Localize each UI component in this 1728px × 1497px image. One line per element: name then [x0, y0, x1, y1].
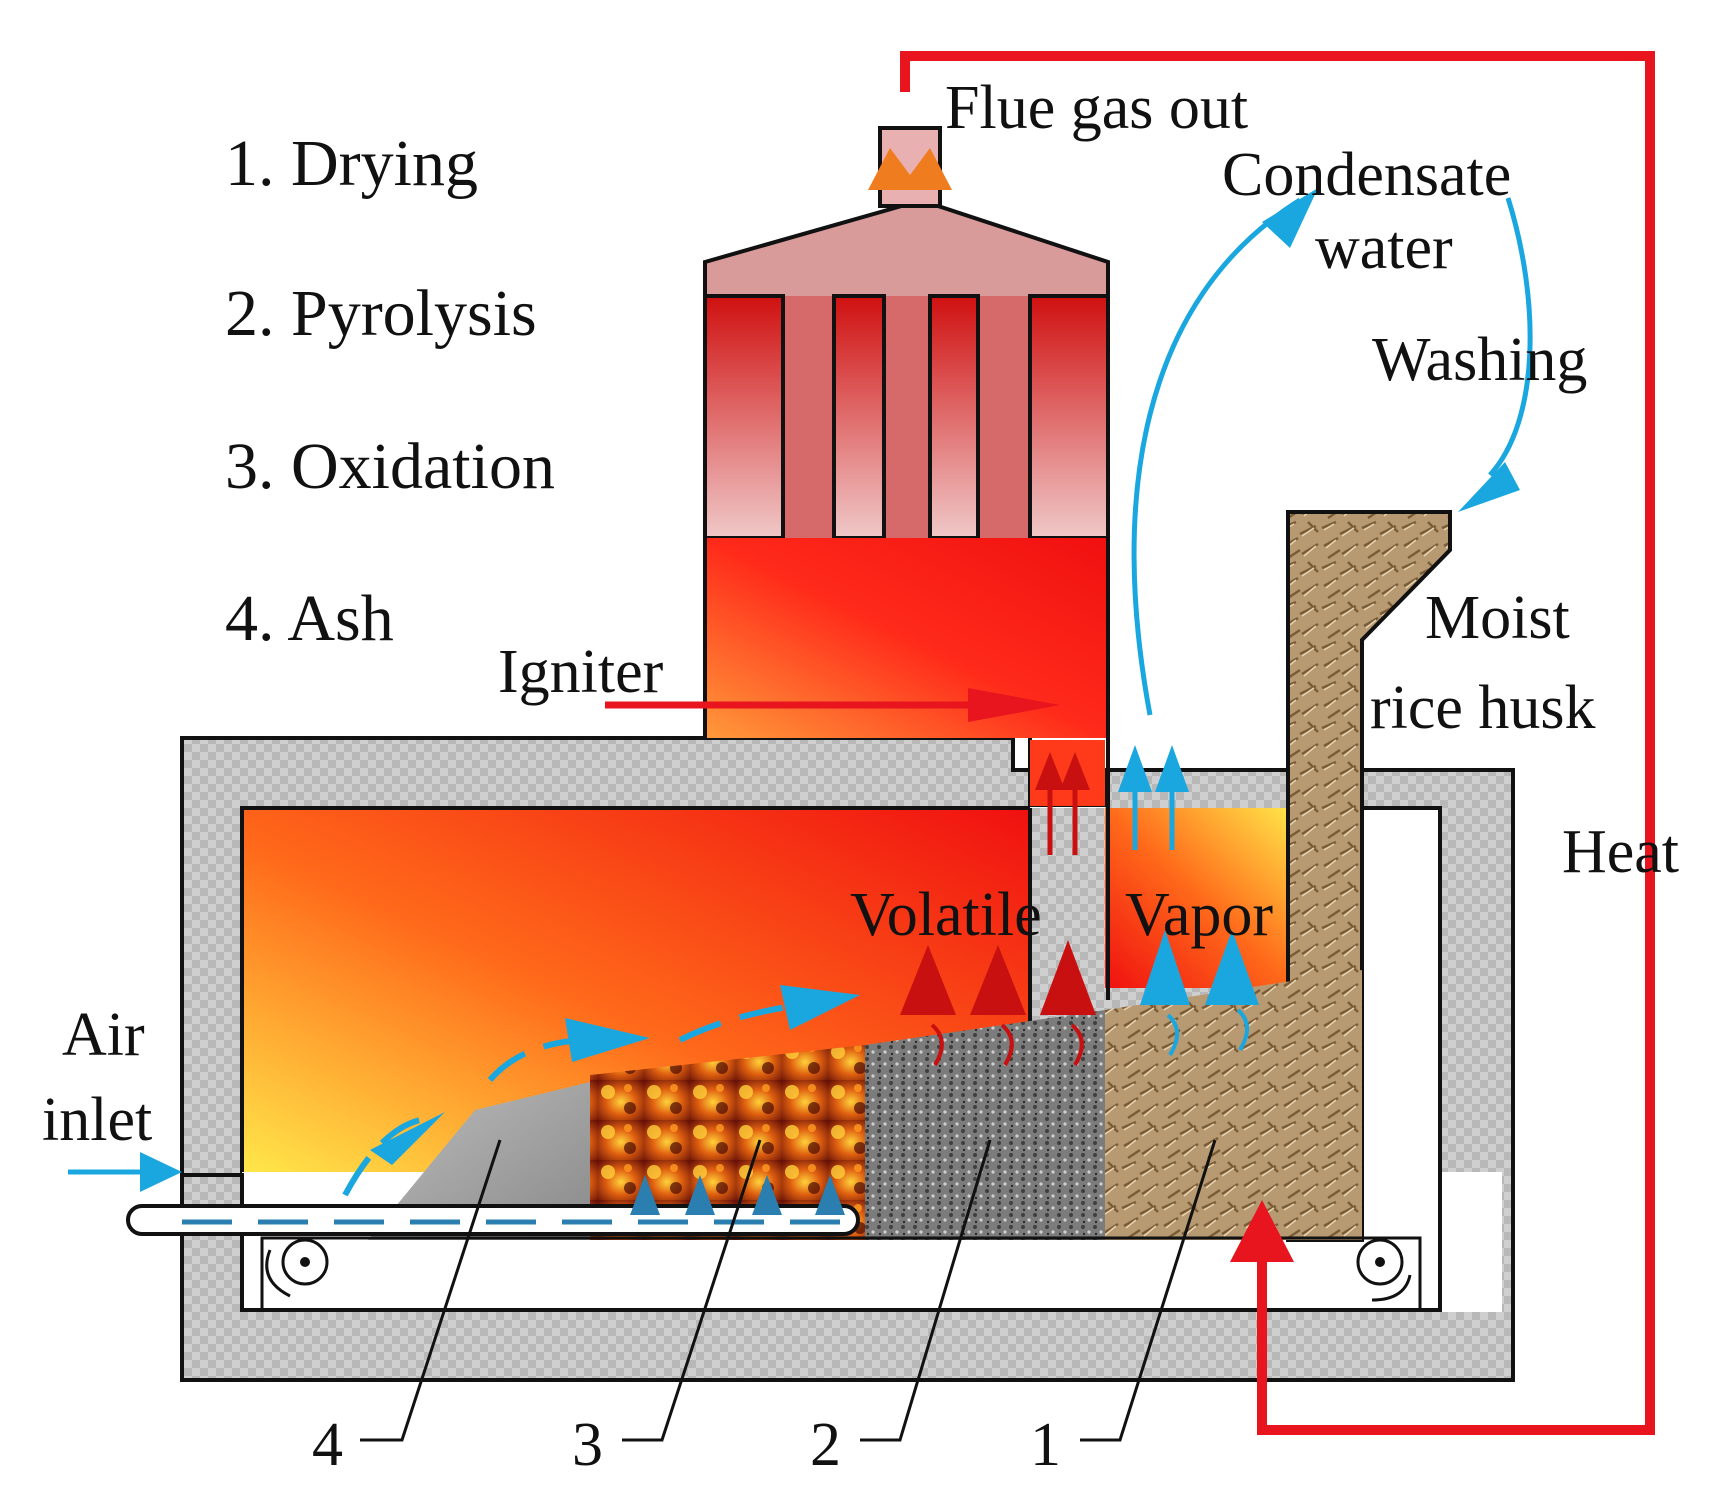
callout-numbers: 4 3 2 1: [312, 1411, 1061, 1479]
condensate-label: Condensate: [1222, 141, 1511, 209]
volatile-arrows-icon: [900, 940, 1096, 1015]
pyrolysis-zone: [865, 1010, 1105, 1240]
callout-lines: [360, 1139, 1217, 1442]
air-label: Air: [62, 1001, 145, 1069]
heat-label: Heat: [1562, 818, 1679, 886]
condensate-arrow-icon: [1262, 188, 1318, 248]
callout-drying: 1: [1030, 1411, 1061, 1479]
legend-drying: 1. Drying: [225, 127, 478, 200]
air-inlet-arrow-icon: [140, 1152, 182, 1192]
legend-pyrolysis: 2. Pyrolysis: [225, 277, 537, 350]
legend-ash: 4. Ash: [225, 582, 394, 655]
inlet-label: inlet: [42, 1086, 152, 1154]
washing-arrow-icon: [1458, 462, 1520, 512]
labels: Flue gas out Condensate water Washing Mo…: [42, 74, 1679, 1154]
water-cycle-arrows: [68, 188, 1533, 1197]
flue-chimney: [868, 126, 952, 208]
legend: 1. Drying 2. Pyrolysis 3. Oxidation 4. A…: [225, 127, 555, 655]
flue-flame-icon: [868, 148, 952, 190]
heat-up-arrow-icon: [1230, 1200, 1294, 1262]
bed-layers: [368, 970, 1362, 1240]
legend-oxidation: 3. Oxidation: [225, 430, 555, 503]
conveyor: [126, 1204, 1422, 1312]
oxidation-zone: [590, 1045, 865, 1240]
drying-zone: [1105, 970, 1362, 1240]
water-label: water: [1315, 214, 1453, 282]
vapor-label: Vapor: [1125, 881, 1273, 949]
moist-label: Moist: [1425, 584, 1570, 652]
upward-arrows: [630, 745, 1259, 1215]
callout-ash: 4: [312, 1411, 343, 1479]
volatile-label: Volatile: [850, 881, 1042, 949]
heat-loop: [900, 51, 1655, 1435]
igniter-arrow: [605, 688, 1060, 722]
rice-husk-label: rice husk: [1370, 674, 1596, 742]
ash-zone: [368, 1082, 590, 1240]
igniter-label: Igniter: [498, 638, 664, 706]
callout-pyrolysis: 2: [810, 1411, 841, 1479]
flue-gas-label: Flue gas out: [945, 74, 1248, 142]
vapor-arrows-icon: [1140, 930, 1259, 1005]
callout-oxidation: 3: [572, 1411, 603, 1479]
washing-label: Washing: [1372, 326, 1587, 394]
